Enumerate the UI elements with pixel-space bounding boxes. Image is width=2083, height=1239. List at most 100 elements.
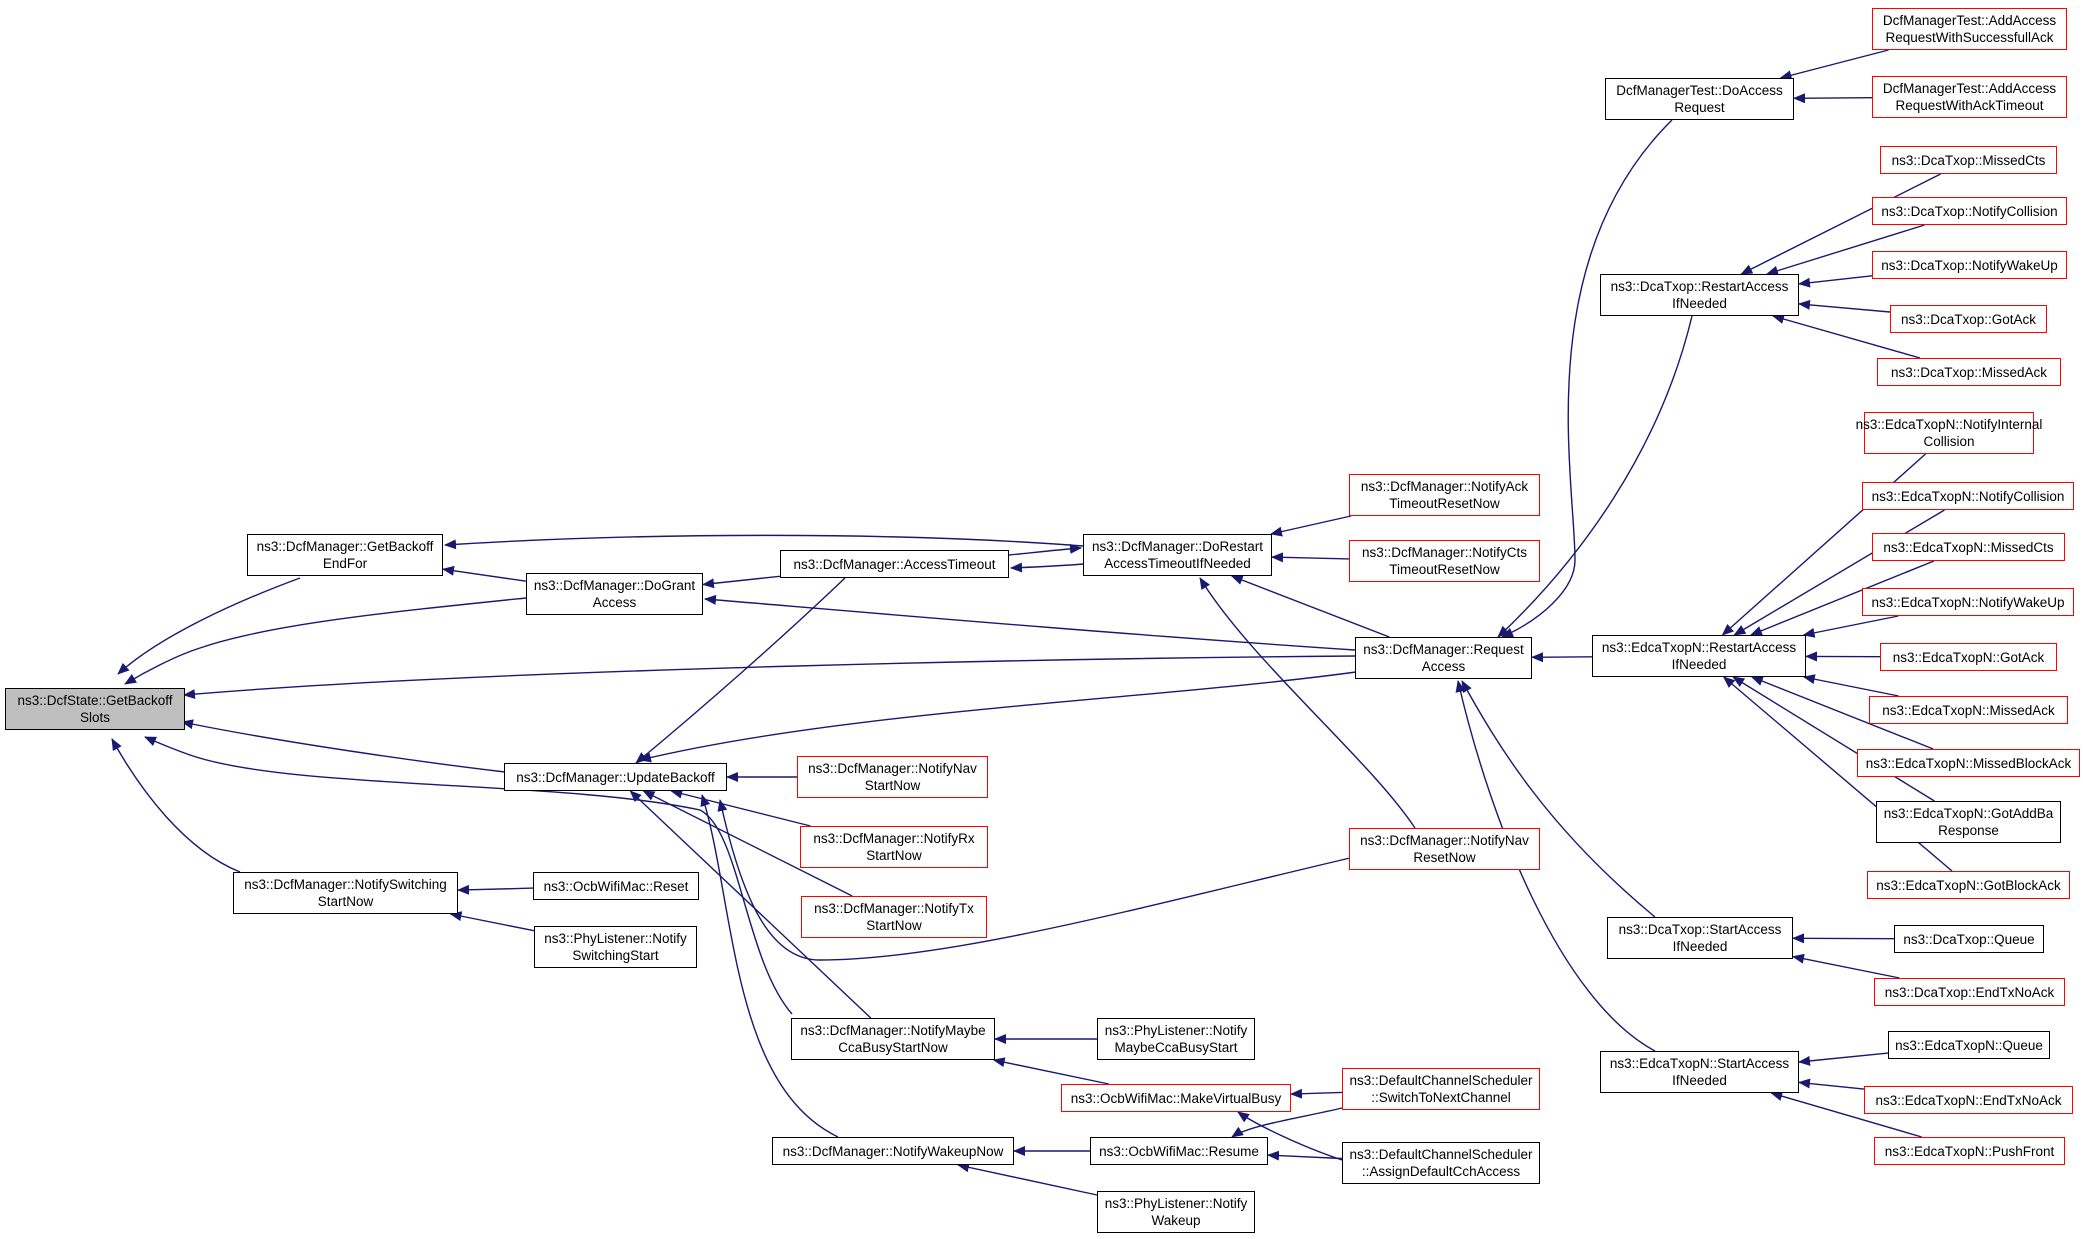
graph-node-edcanotifycoll[interactable]: ns3::EdcaTxopN::NotifyCollision — [1862, 482, 2074, 510]
graph-node-switchtonext[interactable]: ns3::DefaultChannelScheduler::SwitchToNe… — [1342, 1068, 1540, 1110]
graph-node-ocbresume[interactable]: ns3::OcbWifiMac::Resume — [1090, 1137, 1268, 1165]
call-edge — [1501, 119, 1673, 638]
graph-node-label: ns3::DcfManager::NotifyMaybe — [800, 1023, 986, 1038]
graph-node-label: DcfManagerTest::DoAccess — [1616, 83, 1783, 98]
call-edge — [1798, 1078, 1865, 1090]
graph-node-label: ns3::DcfManager::NotifySwitching — [244, 877, 447, 892]
graph-node-label: ns3::DcfManager::NotifyAck — [1360, 479, 1529, 494]
graph-node-label: ns3::DcfManager::NotifyNav — [808, 761, 977, 776]
graph-node-label: ns3::EdcaTxopN::Queue — [1895, 1037, 2043, 1053]
graph-node-makevirtualbusy[interactable]: ns3::OcbWifiMac::MakeVirtualBusy — [1061, 1084, 1291, 1112]
graph-node-edcapushfront[interactable]: ns3::EdcaTxopN::PushFront — [1874, 1137, 2065, 1165]
call-edge — [1497, 315, 1693, 638]
graph-node-label: ns3::EdcaTxopN::NotifyWakeUp — [1871, 594, 2065, 610]
call-edge — [1740, 173, 1941, 275]
call-edge — [1792, 953, 1900, 979]
call-edge — [717, 799, 1351, 961]
graph-node-label: StartNow — [866, 918, 922, 933]
graph-node-edcagotblockack[interactable]: ns3::EdcaTxopN::GotBlockAck — [1867, 871, 2070, 899]
graph-node-label: ns3::DcaTxop::MissedAck — [1890, 364, 2048, 380]
call-edge — [702, 575, 781, 589]
call-edge — [1008, 543, 1082, 556]
graph-node-label: RequestWithAckTimeout — [1895, 98, 2044, 113]
graph-node-dcagotack[interactable]: ns3::DcaTxop::GotAck — [1890, 305, 2047, 333]
graph-node-label: ns3::DcaTxop::MissedCts — [1891, 152, 2046, 168]
graph-node-accesstimeout[interactable]: ns3::DcfManager::AccessTimeout — [780, 550, 1009, 578]
call-edge — [635, 577, 846, 764]
graph-node-dcanotifycoll[interactable]: ns3::DcaTxop::NotifyCollision — [1872, 197, 2067, 225]
graph-node-label: ns3::DcaTxop::NotifyCollision — [1881, 203, 2058, 219]
call-edge — [442, 565, 527, 582]
call-edge — [1798, 275, 1873, 288]
graph-node-label: Collision — [1923, 434, 1975, 449]
graph-node-label: ns3::PhyListener::Notify — [1104, 1196, 1248, 1211]
call-edge — [639, 671, 1357, 763]
graph-node-dcamissedack[interactable]: ns3::DcaTxop::MissedAck — [1877, 358, 2061, 386]
graph-node-label: Response — [1938, 823, 1999, 838]
graph-node-label: ns3::DcaTxop::RestartAccess — [1610, 279, 1789, 294]
graph-node-edcaqueue[interactable]: ns3::EdcaTxopN::Queue — [1888, 1031, 2050, 1059]
call-edge — [1779, 49, 1889, 81]
graph-node-label: ns3::EdcaTxopN::NotifyInternal — [1855, 417, 2043, 432]
graph-node-assigndefault[interactable]: ns3::DefaultChannelScheduler::AssignDefa… — [1342, 1142, 1540, 1184]
graph-node-notifywakeup[interactable]: ns3::DcfManager::NotifyWakeupNow — [772, 1137, 1014, 1165]
graph-node-label: ns3::EdcaTxopN::MissedCts — [1883, 539, 2054, 555]
graph-node-edcamissedcts[interactable]: ns3::EdcaTxopN::MissedCts — [1872, 533, 2065, 561]
call-edge — [1290, 1088, 1343, 1099]
graph-node-dcaqueue[interactable]: ns3::DcaTxop::Queue — [1894, 925, 2044, 953]
call-edge — [449, 911, 535, 932]
graph-node-label: EndFor — [322, 556, 368, 571]
graph-node-label: ns3::DcaTxop::StartAccess — [1618, 922, 1782, 937]
graph-node-label: ns3::DcfManager::NotifyRx — [813, 831, 975, 846]
graph-node-edcamissedack[interactable]: ns3::EdcaTxopN::MissedAck — [1869, 696, 2068, 724]
graph-node-label: ns3::PhyListener::Notify — [1104, 1023, 1248, 1038]
call-edge — [1802, 674, 1899, 697]
graph-node-label: AccessTimeoutIfNeeded — [1104, 556, 1251, 571]
graph-node-updatebackoff[interactable]: ns3::DcfManager::UpdateBackoff — [504, 763, 727, 791]
call-edge — [700, 794, 839, 1138]
graph-node-label: ns3::DcfManager::AccessTimeout — [793, 556, 996, 572]
graph-node-edcaendtxnoack[interactable]: ns3::EdcaTxopN::EndTxNoAck — [1864, 1086, 2073, 1114]
graph-node-edcamissedblockack[interactable]: ns3::EdcaTxopN::MissedBlockAck — [1857, 749, 2080, 777]
graph-node-ocbreset[interactable]: ns3::OcbWifiMac::Reset — [533, 872, 699, 900]
graph-node-dcamissedcts[interactable]: ns3::DcaTxop::MissedCts — [1880, 146, 2057, 174]
graph-node-edcanotifywake[interactable]: ns3::EdcaTxopN::NotifyWakeUp — [1862, 588, 2074, 616]
graph-node-label: ns3::DefaultChannelScheduler — [1349, 1147, 1533, 1162]
graph-node-label: DcfManagerTest::AddAccess — [1882, 13, 2057, 28]
graph-node-label: StartNow — [866, 848, 922, 863]
graph-node-label: Access — [592, 595, 637, 610]
graph-node-dcaendtxnoack[interactable]: ns3::DcaTxop::EndTxNoAck — [1874, 978, 2065, 1006]
graph-node-label: Request — [1674, 100, 1725, 115]
call-edge — [1798, 299, 1891, 313]
graph-node-edcagotack[interactable]: ns3::EdcaTxopN::GotAck — [1880, 643, 2057, 671]
graph-node-label: ns3::OcbWifiMac::MakeVirtualBusy — [1070, 1090, 1282, 1106]
graph-node-label: ns3::EdcaTxopN::EndTxNoAck — [1875, 1092, 2062, 1108]
graph-node-label: ns3::DcfManager::NotifyWakeupNow — [782, 1143, 1004, 1159]
graph-node-dcanotifywake[interactable]: ns3::DcaTxop::NotifyWakeUp — [1872, 251, 2067, 279]
call-edge — [1231, 1107, 1343, 1138]
